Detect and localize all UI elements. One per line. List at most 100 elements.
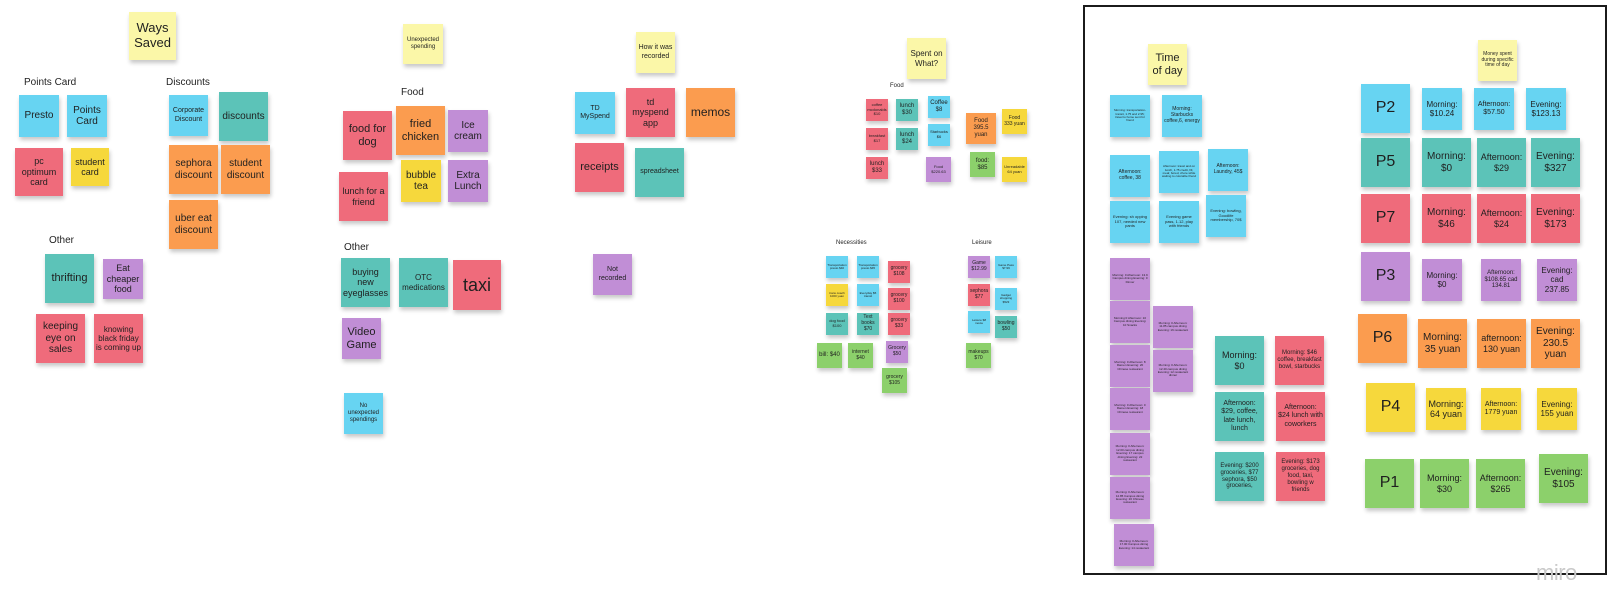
note-p4[interactable]: P4: [1366, 383, 1415, 432]
note-student-card[interactable]: student card: [71, 148, 109, 186]
note-knowing-black-friday[interactable]: knowing black friday is coming up: [94, 314, 143, 363]
note-makeups-70[interactable]: makeups $70: [966, 343, 991, 368]
note-food-333[interactable]: Food 333 yuan: [1002, 109, 1027, 134]
note-tod-purple-5[interactable]: Morning: 0 Afternoon: 12.00 campus dinin…: [1110, 433, 1150, 475]
note-video-game[interactable]: Video Game: [342, 318, 381, 359]
note-tod-purple-8[interactable]: Morning: 0 Afternoon: 11.85 campus dinin…: [1153, 306, 1193, 348]
note-transportation-presto-a[interactable]: Transportation presto $40: [826, 256, 848, 278]
note-tod-purple-3[interactable]: Morning: 0 Afternoon: 8 Ramen Evening: 2…: [1110, 345, 1150, 387]
note-lunch-30[interactable]: lunch $30: [896, 99, 918, 121]
note-p3-evening[interactable]: Evening: cad 237.85: [1537, 259, 1577, 301]
note-breakfast-17[interactable]: breakfast $17: [866, 128, 888, 150]
note-p5[interactable]: P5: [1361, 138, 1410, 187]
note-presto[interactable]: Presto: [19, 95, 59, 137]
header-money-spent-time[interactable]: Money spent during specific time of day: [1478, 40, 1517, 81]
note-p6[interactable]: P6: [1358, 314, 1407, 363]
note-tod-red-afternoon[interactable]: Afternoon: $24 lunch with coworkers: [1276, 392, 1325, 441]
header-time-of-day[interactable]: Time of day: [1148, 44, 1187, 85]
note-td-myspend[interactable]: TD MySpend: [575, 92, 615, 134]
note-p6-evening[interactable]: Evening: 230.5 yuan: [1531, 319, 1580, 368]
note-starbucks-6[interactable]: Starbucks $6: [928, 124, 950, 146]
note-spreadsheet[interactable]: spreadsheet: [635, 148, 684, 197]
note-p2-evening[interactable]: Evening: $123.13: [1526, 88, 1566, 130]
note-tod-purple-4[interactable]: Morning: 0 Afternoon: 0 Ramen Evening: 1…: [1110, 388, 1150, 430]
note-food-395[interactable]: Food 395.5 yuan: [966, 113, 996, 144]
note-tod-afternoon-travel[interactable]: Afternoon: travel and on lunch, 1.75 cre…: [1159, 151, 1199, 193]
note-lunch-for-a-friend[interactable]: lunch for a friend: [339, 172, 388, 221]
note-tod-red-morning[interactable]: Morning: $46 coffee, breakfast bowl, sta…: [1275, 336, 1324, 385]
note-dog-food-100[interactable]: dog food $100: [826, 313, 848, 335]
note-taxi[interactable]: taxi: [453, 260, 501, 310]
note-memos[interactable]: memos: [686, 88, 735, 137]
note-p4-afternoon[interactable]: Afternoon: 1779 yuan: [1481, 388, 1521, 430]
note-not-recorded[interactable]: Not recorded: [593, 254, 632, 295]
note-p6-afternoon[interactable]: afternoon: 130 yuan: [1477, 319, 1526, 368]
note-tod-teal-evening[interactable]: Evening: $200 groceries, $77 sephora, $5…: [1215, 452, 1264, 501]
note-p7[interactable]: P7: [1361, 194, 1410, 243]
note-bill-40[interactable]: bill: $40: [817, 343, 842, 368]
note-food-85[interactable]: food: $85: [970, 152, 995, 177]
note-tod-evening-bowling[interactable]: Evening: bowling, Goodlife membership, 7…: [1206, 195, 1246, 237]
note-tod-purple-2[interactable]: Morning:0 Afternoon: 10 Campus dining Ev…: [1110, 301, 1150, 343]
note-p3-morning[interactable]: Morning: $0: [1422, 259, 1462, 301]
note-p3[interactable]: P3: [1361, 252, 1410, 301]
note-p6-morning[interactable]: Morning: 35 yuan: [1418, 319, 1467, 368]
note-tod-teal-morning[interactable]: Morning: $0: [1215, 336, 1264, 385]
header-unexpected-spending[interactable]: Unexpected spending: [403, 24, 443, 64]
note-p4-evening[interactable]: Evening: 155 yuan: [1537, 388, 1577, 430]
note-internet-40[interactable]: internet $40: [848, 343, 873, 368]
note-p2-morning[interactable]: Morning: $10.24: [1422, 88, 1462, 130]
note-receipts[interactable]: receipts: [575, 143, 624, 192]
note-coffee-mcdonalds[interactable]: coffee mcdonalds $10: [866, 99, 888, 121]
note-discounts[interactable]: discounts: [219, 92, 268, 141]
note-leisure-misc[interactable]: Leisure $8 movie: [968, 311, 990, 333]
note-game-pass[interactable]: Game Pass $7.99: [995, 256, 1017, 278]
note-game-1299[interactable]: Game $12.99: [968, 256, 990, 278]
note-no-unexpected-spendings[interactable]: No unexpected spendings: [344, 393, 383, 434]
note-uber-eat-discount[interactable]: uber eat discount: [169, 200, 218, 249]
note-student-discount[interactable]: student discount: [221, 145, 270, 194]
note-points-card[interactable]: Points Card: [67, 95, 107, 137]
note-grocery-105[interactable]: grocery $105: [882, 368, 907, 393]
note-lunch-33[interactable]: lunch $33: [866, 157, 888, 179]
note-p5-morning[interactable]: Morning: $0: [1422, 138, 1471, 187]
note-p4-morning[interactable]: Morning: 64 yuan: [1426, 388, 1466, 430]
note-everyday-transit[interactable]: Everyday $5 transit: [857, 284, 879, 306]
note-gadget-shopping[interactable]: Gadget shopping $523: [995, 288, 1017, 310]
note-tod-teal-afternoon[interactable]: Afternoon: $29, coffee, late lunch, lunc…: [1215, 392, 1264, 441]
note-ice-cream[interactable]: Ice cream: [448, 110, 488, 152]
note-fried-chicken[interactable]: fried chicken: [396, 106, 445, 155]
note-p1-afternoon[interactable]: Afternoon: $265: [1476, 459, 1525, 508]
note-tod-purple-6[interactable]: Morning: 0 Afternoon: 12.85 Campus dinin…: [1110, 477, 1150, 519]
note-coffee-8[interactable]: Coffee $8: [928, 96, 950, 118]
note-tod-evening-shopping[interactable]: Evening: sh opping 107, needed new pants: [1110, 201, 1150, 243]
note-p5-evening[interactable]: Evening: $327: [1531, 138, 1580, 187]
time-of-day-frame[interactable]: [1083, 5, 1607, 575]
note-corporate-discount[interactable]: Corporate Discount: [169, 95, 208, 136]
note-bubble-tea[interactable]: bubble tea: [401, 160, 441, 202]
note-sephora-discount[interactable]: sephora discount: [169, 145, 218, 194]
note-tod-afternoon-coffee[interactable]: Afternoon: coffee, 38: [1110, 155, 1150, 197]
note-sephora-77[interactable]: sephora $77: [968, 284, 990, 306]
note-p2-afternoon[interactable]: Afternoon: $57.50: [1474, 88, 1514, 130]
note-p1-morning[interactable]: Morning: $30: [1420, 459, 1469, 508]
note-transportation-presto-b[interactable]: Transportation presto $45: [857, 256, 879, 278]
header-ways-saved[interactable]: Ways Saved: [129, 12, 176, 60]
note-p7-evening[interactable]: Evening: $173: [1531, 194, 1580, 243]
note-td-myspend-app[interactable]: td myspend app: [626, 88, 675, 137]
note-extra-lunch[interactable]: Extra Lunch: [448, 160, 488, 202]
note-trans-coach[interactable]: trans coach 1000 yuan: [826, 284, 848, 306]
note-lunch-24[interactable]: lunch $24: [896, 128, 918, 150]
note-p3-afternoon[interactable]: Afternoon: $108.65 cad 134.81: [1481, 259, 1521, 301]
note-tod-afternoon-laundry[interactable]: Afternoon: Laundry, 45$: [1208, 149, 1248, 191]
note-pc-optimum-card[interactable]: pc optimum card: [15, 148, 63, 196]
note-thrifting[interactable]: thrifting: [45, 254, 94, 303]
note-grocery-50[interactable]: Grocery $50: [886, 341, 908, 363]
note-tod-purple-7[interactable]: Morning: 0 Afternoon: 17.00 Campus dinin…: [1114, 524, 1154, 566]
note-p5-afternoon[interactable]: Afternoon: $29: [1477, 138, 1526, 187]
note-grocery-33[interactable]: grocery $33: [888, 313, 910, 335]
note-p7-morning[interactable]: Morning: $46: [1422, 194, 1471, 243]
note-text-books-70[interactable]: Text books $70: [857, 313, 879, 335]
note-otc-medications[interactable]: OTC medications: [399, 258, 448, 307]
